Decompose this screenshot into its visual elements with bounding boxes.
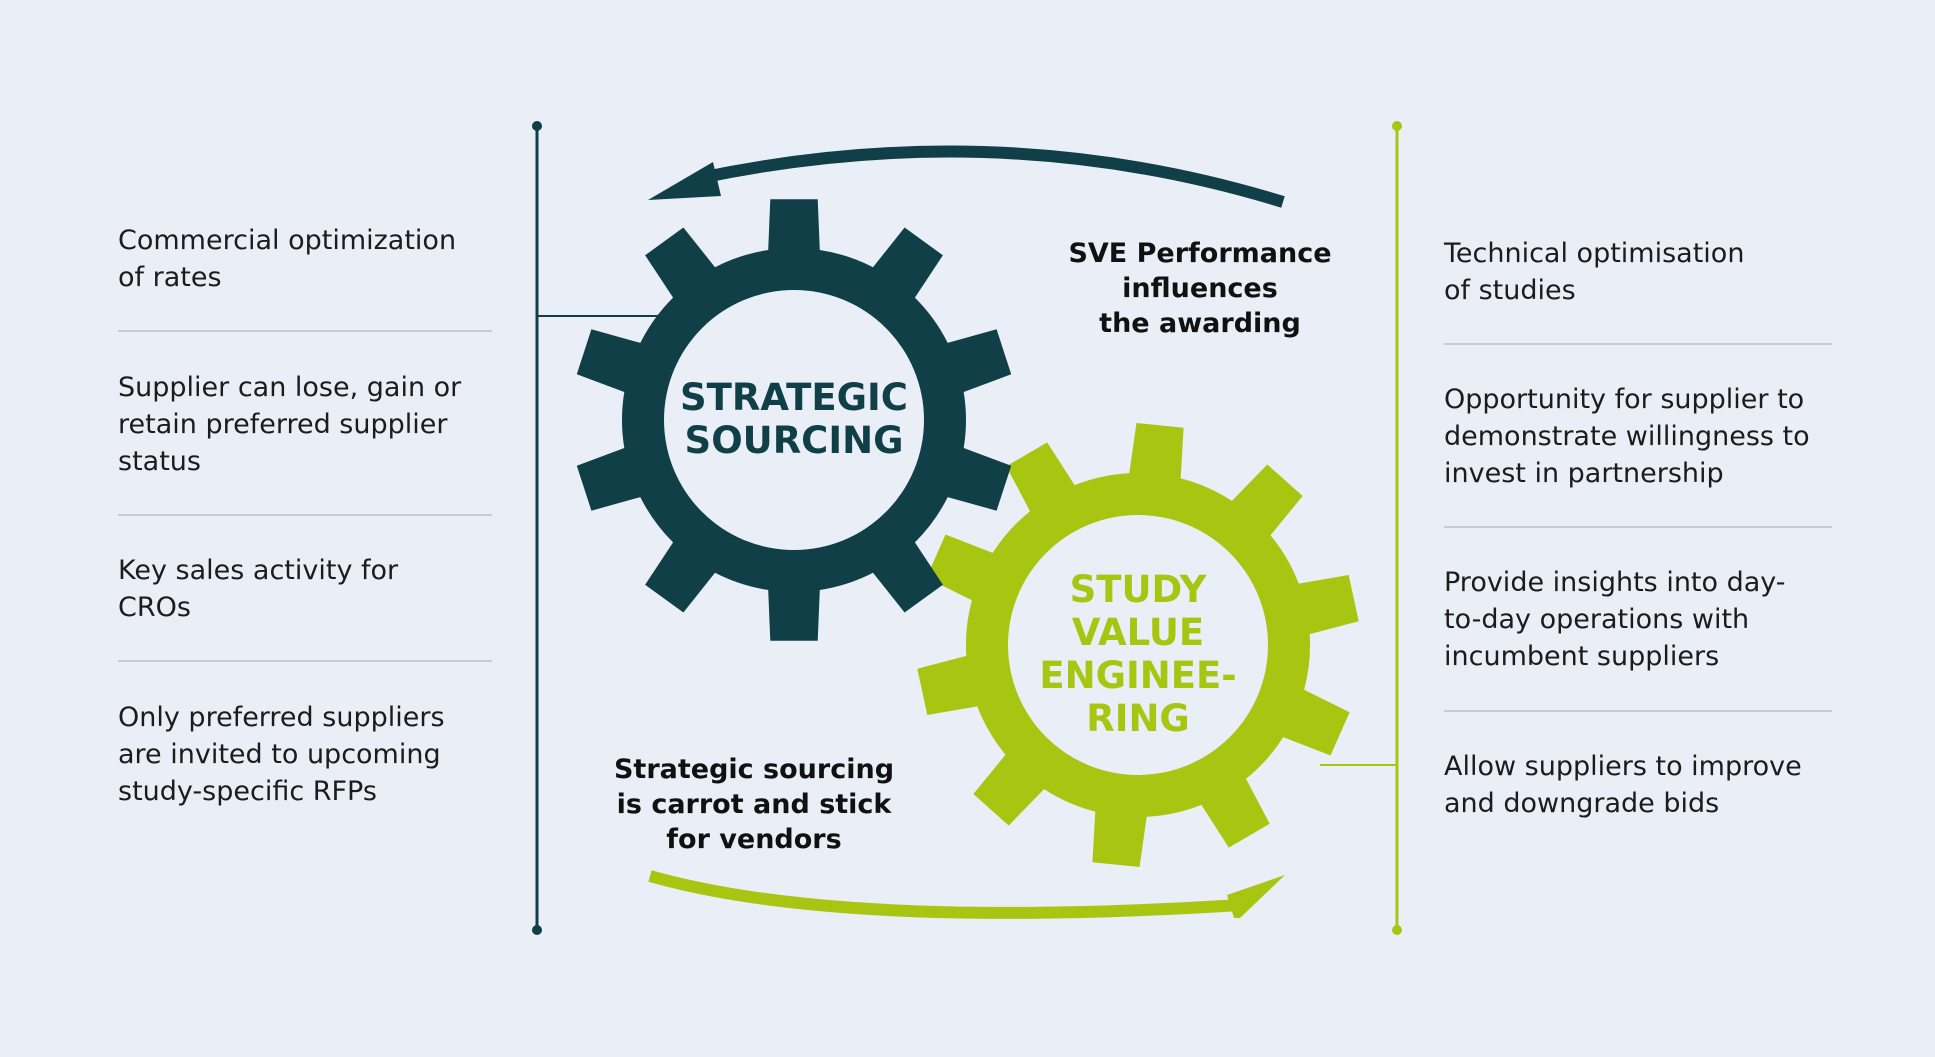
- left-point-item: Key sales activity for CROs: [118, 555, 399, 623]
- divider: [118, 660, 492, 662]
- sve-performance-caption: SVE Performance influences the awarding: [1068, 238, 1332, 339]
- gear-hole: [664, 290, 924, 550]
- divider: [1444, 710, 1832, 712]
- divider: [118, 514, 492, 516]
- gear-icon: [917, 423, 1359, 867]
- gear-icon: [576, 199, 1012, 641]
- left-point-item: Supplier can lose, gain or retain prefer…: [118, 372, 462, 477]
- left-line-dot-top: [532, 121, 542, 131]
- left-point-item: Commercial optimization of rates: [118, 225, 457, 293]
- divider: [1444, 343, 1832, 345]
- arrow-left-icon: [648, 145, 1285, 208]
- divider: [118, 330, 492, 332]
- divider: [1444, 526, 1832, 528]
- strategic-sourcing-caption: Strategic sourcing is carrot and stick f…: [613, 754, 895, 855]
- right-point-item: Allow suppliers to improve and downgrade…: [1444, 751, 1802, 819]
- right-point-item: Provide insights into day- to-day operat…: [1444, 567, 1786, 672]
- right-line-dot-top: [1392, 121, 1402, 131]
- study-value-engineering-label: STUDY VALUE ENGINEE- RING: [1039, 568, 1237, 740]
- gear-hole: [1008, 515, 1268, 775]
- right-point-item: Opportunity for supplier to demonstrate …: [1444, 384, 1810, 489]
- strategic-sourcing-label: STRATEGIC SOURCING: [680, 376, 908, 462]
- left-line-dot-bottom: [532, 925, 542, 935]
- arrow-right-icon: [648, 870, 1285, 919]
- right-line-dot-bottom: [1392, 925, 1402, 935]
- right-point-item: Technical optimisation of studies: [1444, 238, 1745, 306]
- left-point-item: Only preferred suppliers are invited to …: [118, 702, 445, 807]
